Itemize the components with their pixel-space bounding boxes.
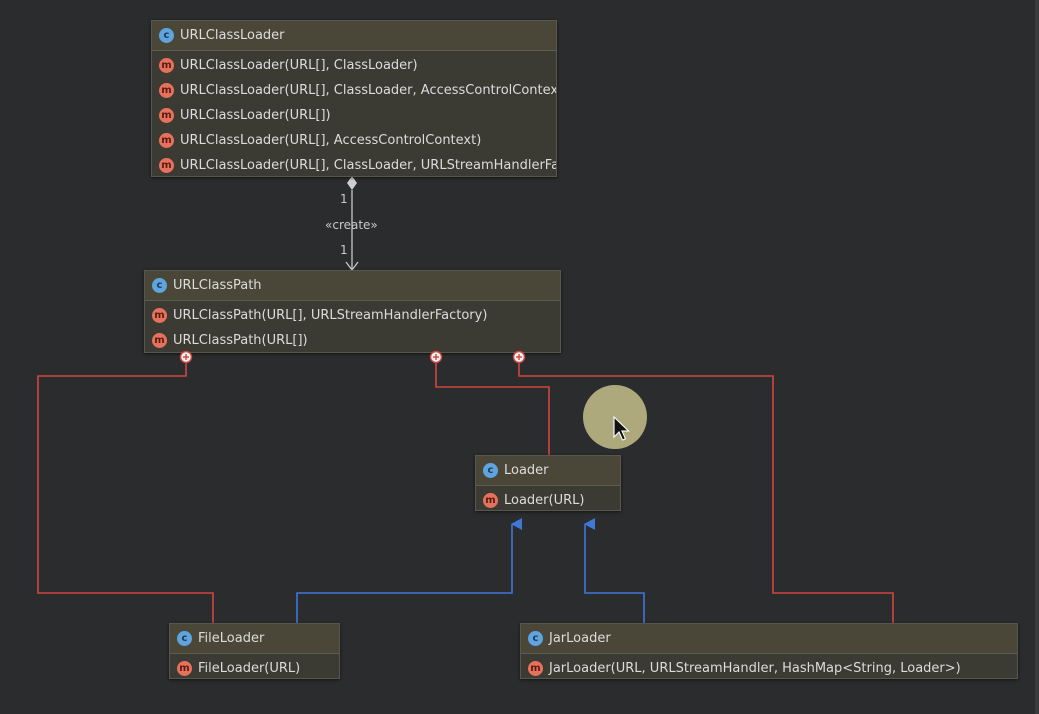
method-row: m URLClassLoader(URL[], ClassLoader, Acce… <box>152 78 556 103</box>
method-m-icon: m <box>152 333 167 348</box>
method-row: m URLClassLoader(URL[], ClassLoader) <box>152 53 556 78</box>
class-box-fileloader[interactable]: c FileLoader m FileLoader(URL) <box>169 623 340 679</box>
class-box-urlclasspath[interactable]: c URLClassPath m URLClassPath(URL[], URLS… <box>144 270 561 353</box>
window-edge <box>1035 0 1039 714</box>
method-m-icon: m <box>159 158 174 173</box>
source-multiplicity: 1 <box>340 192 348 206</box>
method-signature: URLClassLoader(URL[], ClassLoader) <box>180 58 418 73</box>
inheritance-edge-jarloader <box>584 518 645 623</box>
create-stereotype: «create» <box>325 218 378 232</box>
class-c-icon: c <box>159 28 174 43</box>
class-c-icon: c <box>483 463 498 478</box>
circle-plus-icon <box>179 350 193 364</box>
method-row: m URLClassPath(URL[], URLStreamHandlerFac… <box>145 303 560 328</box>
class-box-loader[interactable]: c Loader m Loader(URL) <box>475 455 621 511</box>
method-signature: Loader(URL) <box>504 493 585 508</box>
method-m-icon: m <box>177 661 192 676</box>
inner-class-edge-jarloader <box>518 363 894 623</box>
class-name: JarLoader <box>549 631 611 646</box>
target-multiplicity: 1 <box>340 243 348 257</box>
inner-class-edge-fileloader <box>37 363 214 623</box>
method-row: m FileLoader(URL) <box>170 656 339 678</box>
method-signature: URLClassPath(URL[]) <box>173 333 308 348</box>
class-name: Loader <box>504 463 549 478</box>
method-signature: URLClassLoader(URL[]) <box>180 108 331 123</box>
method-row: m URLClassLoader(URL[], ClassLoader, URLS… <box>152 153 557 176</box>
method-m-icon: m <box>483 493 498 508</box>
diamond-icon <box>347 176 357 190</box>
class-header: c FileLoader <box>170 624 339 654</box>
method-signature: URLClassLoader(URL[], ClassLoader, URLSt… <box>180 158 557 173</box>
class-c-icon: c <box>152 278 167 293</box>
method-signature: URLClassLoader(URL[], ClassLoader, Acces… <box>180 83 557 98</box>
circle-plus-icon <box>512 350 526 364</box>
method-row: m URLClassLoader(URL[]) <box>152 103 556 128</box>
method-row: m JarLoader(URL, URLStreamHandler, HashMa… <box>521 656 1017 678</box>
method-m-icon: m <box>152 308 167 323</box>
method-row: m URLClassPath(URL[]) <box>145 328 560 352</box>
class-header: c Loader <box>476 456 620 486</box>
method-signature: URLClassPath(URL[], URLStreamHandlerFact… <box>173 308 488 323</box>
class-name: URLClassPath <box>173 278 262 293</box>
class-box-jarloader[interactable]: c JarLoader m JarLoader(URL, URLStreamHan… <box>520 623 1018 679</box>
method-row: m URLClassLoader(URL[], AccessControlCont… <box>152 128 556 153</box>
class-c-icon: c <box>177 631 192 646</box>
class-header: c JarLoader <box>521 624 1017 654</box>
method-m-icon: m <box>159 108 174 123</box>
class-c-icon: c <box>528 631 543 646</box>
inheritance-edge-fileloader <box>296 518 522 623</box>
cursor-highlight <box>583 385 647 449</box>
method-signature: FileLoader(URL) <box>198 661 301 676</box>
class-name: URLClassLoader <box>180 28 285 43</box>
method-m-icon: m <box>159 83 174 98</box>
method-m-icon: m <box>159 133 174 148</box>
class-header: c URLClassLoader <box>152 21 556 51</box>
circle-plus-icon <box>429 350 443 364</box>
method-row: m Loader(URL) <box>476 488 620 510</box>
method-m-icon: m <box>159 58 174 73</box>
method-m-icon: m <box>528 661 543 676</box>
method-signature: JarLoader(URL, URLStreamHandler, HashMap… <box>549 661 961 676</box>
inner-class-edge-loader <box>435 363 550 455</box>
mouse-pointer-icon <box>613 416 630 441</box>
method-signature: URLClassLoader(URL[], AccessControlConte… <box>180 133 482 148</box>
class-name: FileLoader <box>198 631 265 646</box>
class-header: c URLClassPath <box>145 271 560 301</box>
